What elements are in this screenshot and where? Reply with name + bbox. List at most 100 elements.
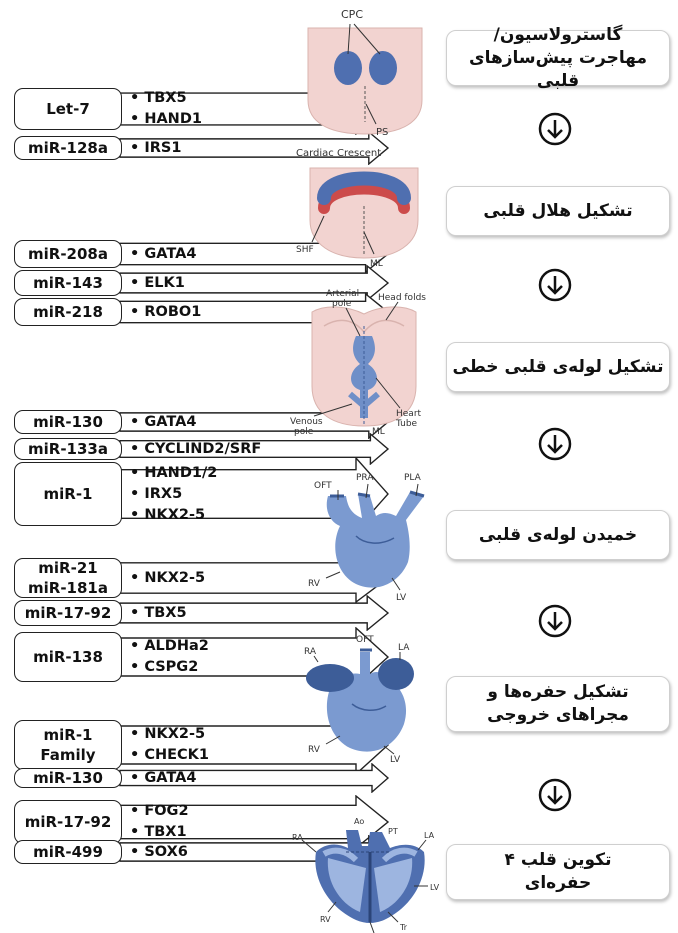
stage-6-line1: تکوین قلب ۴	[504, 850, 612, 870]
mirna-label: miR-218	[33, 303, 103, 321]
mirna-label: miR-1	[43, 485, 93, 503]
target-gene: HAND1	[130, 109, 202, 130]
mirna-label: miR-130	[33, 769, 103, 787]
label-arterial: Arterial	[326, 289, 359, 299]
stage-4-line1: خمیدن لوله‌ی قلبی	[478, 524, 638, 545]
label-ra: RA	[304, 647, 317, 657]
chamber-formation-illustration: OFT RA LA RV LV	[304, 635, 414, 765]
mirna-label: miR-17-92	[24, 813, 112, 831]
mirna-box: miR-138	[14, 632, 122, 682]
target-gene: NKX2-5	[130, 505, 217, 526]
label-tr: Tr	[399, 923, 408, 932]
label-oft: OFT	[314, 481, 332, 491]
label-lv: LV	[396, 593, 407, 603]
stage-2-line1: تشکیل هلال قلبی	[483, 200, 633, 221]
label-pole-top: pole	[332, 299, 352, 309]
mirna-label: miR-208a	[28, 245, 108, 263]
stage-5-line1: تشکیل حفره‌ها و	[487, 682, 629, 702]
mirna-label: miR-21	[38, 559, 98, 577]
label-la: LA	[424, 831, 435, 840]
target-gene-list: FOG2TBX1	[130, 801, 189, 843]
mirna-box: miR-208a	[14, 240, 122, 268]
target-gene: HAND1/2	[130, 463, 217, 484]
label-ps: PS	[376, 127, 388, 138]
mirna-box: miR-130	[14, 410, 122, 434]
label-ra: RA	[292, 833, 303, 842]
mirna-box: miR-143	[14, 270, 122, 296]
linear-heart-tube-illustration: Arterial pole Head folds Heart Tube Veno…	[290, 289, 426, 437]
stage-1-line1: گاسترولاسیون/	[493, 24, 623, 45]
mirna-box: miR-1	[14, 462, 122, 526]
target-gene: NKX2-5	[130, 724, 209, 745]
stage-four-chamber-box: تکوین قلب ۴ حفره‌ای	[446, 844, 670, 900]
target-gene-list: NKX2-5	[130, 568, 205, 589]
stage-linear-tube-box: تشکیل لوله‌ی قلبی خطی	[446, 342, 670, 392]
label-ml: ML	[372, 427, 385, 437]
stage-5-line2: مجراهای خروجی	[487, 705, 629, 725]
label-pra: PRA	[356, 473, 374, 483]
mirna-label: miR-130	[33, 413, 103, 431]
target-gene: FOG2	[130, 801, 188, 822]
target-gene: ROBO1	[130, 302, 201, 323]
target-gene: ELK1	[130, 273, 184, 294]
target-gene: GATA4	[130, 412, 196, 433]
target-gene-list: HAND1/2IRX5NKX2-5	[130, 463, 217, 526]
down-arrow-icon	[538, 427, 572, 461]
mirna-box: miR-133a	[14, 438, 122, 460]
label-ml: ML	[370, 259, 383, 269]
mirna-label: miR-138	[33, 648, 103, 666]
mirna-label: miR-181a	[28, 579, 108, 597]
looping-heart-illustration: OFT PRA PLA RV LV	[308, 473, 425, 603]
label-shf: SHF	[296, 245, 314, 255]
target-gene-list: ROBO1	[130, 302, 201, 323]
target-gene: CHECK1	[130, 745, 209, 766]
target-gene-list: TBX5	[130, 603, 186, 624]
stage-crescent-box: تشکیل هلال قلبی	[446, 186, 670, 236]
label-oft: OFT	[356, 635, 374, 645]
target-gene-list: CYCLIND2/SRF	[130, 439, 261, 460]
mirna-label: miR-17-92	[24, 604, 112, 622]
mirna-label: miR-143	[33, 274, 103, 292]
target-gene: TBX5	[130, 88, 202, 109]
label-lv: LV	[390, 755, 401, 765]
mirna-label: Let-7	[46, 100, 90, 118]
target-gene-list: TBX5HAND1	[130, 88, 202, 130]
mirna-box: miR-130	[14, 768, 122, 788]
target-gene: TBX5	[130, 603, 186, 624]
label-heart: Heart	[396, 409, 422, 419]
four-chamber-heart-illustration: Ao PT RA LA LV RV Tr	[292, 817, 440, 933]
label-rv: RV	[320, 915, 331, 924]
target-gene-list: GATA4	[130, 768, 196, 789]
stage-3-line1: تشکیل لوله‌ی قلبی خطی	[452, 356, 664, 377]
label-rv: RV	[308, 579, 321, 589]
target-gene-list: NKX2-5CHECK1	[130, 724, 209, 766]
target-gene: IRX5	[130, 484, 217, 505]
target-gene: ALDHa2	[130, 636, 209, 657]
mirna-box: Let-7	[14, 88, 122, 130]
down-arrow-icon	[538, 268, 572, 302]
label-rv: RV	[308, 745, 321, 755]
mirna-box: miR-218	[14, 298, 122, 326]
mirna-label: miR-1	[43, 726, 93, 744]
label-cardiac-crescent: Cardiac Crescent	[296, 148, 381, 159]
label-pole-bottom: pole	[294, 427, 314, 437]
mirna-box: miR-17-92	[14, 600, 122, 626]
label-la: LA	[398, 643, 410, 653]
target-gene-list: ELK1	[130, 273, 184, 294]
target-gene: GATA4	[130, 244, 196, 265]
label-lv: LV	[430, 883, 440, 892]
stage-6-line2: حفره‌ای	[524, 873, 592, 893]
target-gene-list: IRS1	[130, 138, 181, 159]
target-gene: IRS1	[130, 138, 181, 159]
down-arrow-icon	[538, 604, 572, 638]
label-ao: Ao	[354, 817, 364, 826]
mirna-label: miR-499	[33, 843, 103, 861]
target-gene: NKX2-5	[130, 568, 205, 589]
target-gene-list: SOX6	[130, 842, 188, 863]
target-gene: SOX6	[130, 842, 188, 863]
mirna-box: miR-499	[14, 840, 122, 864]
target-gene-list: ALDHa2CSPG2	[130, 636, 209, 678]
stage-looping-box: خمیدن لوله‌ی قلبی	[446, 510, 670, 560]
target-gene: TBX1	[130, 822, 189, 843]
label-head-folds: Head folds	[378, 293, 426, 303]
